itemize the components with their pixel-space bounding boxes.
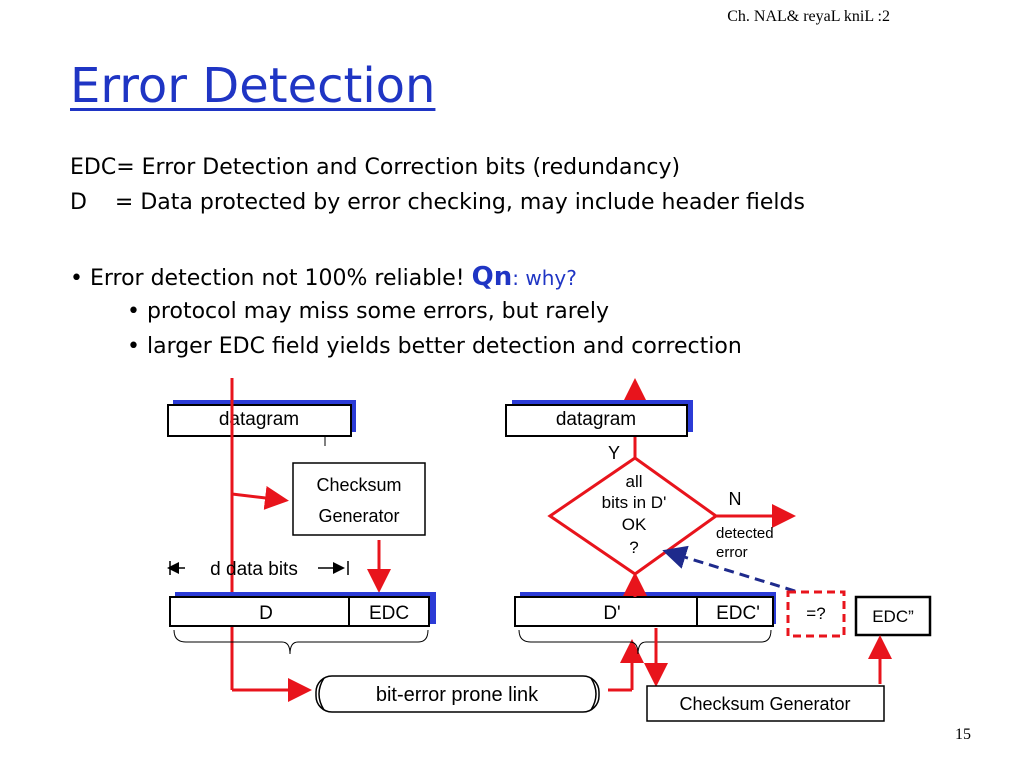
link-right-curve — [590, 677, 597, 711]
checksum-generator-right-box — [646, 685, 885, 722]
qn-label: Qn — [471, 262, 513, 292]
datagram-right-box — [505, 404, 688, 437]
yes-label: Y — [608, 443, 620, 463]
page-number: 15 — [955, 726, 971, 743]
field-edc-label: EDC — [369, 603, 409, 624]
detected-line2: error — [716, 544, 748, 561]
d-definition: D = Data protected by error checking, ma… — [70, 190, 805, 215]
decision-diamond — [547, 456, 719, 576]
compare-box — [786, 590, 846, 638]
chapter-header: Ch. NAL& reyaL kniL :2 — [727, 8, 890, 25]
edc-double-prime-box — [854, 595, 932, 637]
slide-title: Error Detection — [70, 58, 436, 114]
frame-left-brace — [173, 629, 429, 655]
checksum-generator-line1: Checksum — [316, 475, 401, 495]
no-label: N — [729, 489, 742, 509]
decision-line2: bits in D' — [602, 493, 667, 512]
link-label: bit-error prone link — [376, 684, 539, 706]
link-left-curve — [318, 677, 325, 711]
bullet-main-text: • Error detection not 100% reliable! — [70, 266, 472, 291]
datagram-left-label: datagram — [219, 409, 299, 430]
compare-to-decision-arrow — [662, 545, 796, 593]
field-d-label: D — [259, 603, 273, 624]
decision-line3: OK — [622, 515, 647, 534]
decision-line4: ? — [629, 538, 638, 557]
checksum-generator-box — [292, 462, 426, 536]
why-label: : why? — [512, 266, 577, 290]
bullet-main: • Error detection not 100% reliable! Qn:… — [70, 262, 577, 292]
detected-line1: detected — [716, 525, 774, 542]
checksum-generator-right-label: Checksum Generator — [679, 694, 850, 714]
bullet-sub-1: • protocol may miss some errors, but rar… — [127, 299, 609, 324]
bullet-sub-2: • larger EDC field yields better detecti… — [127, 334, 742, 359]
frame-right-brace — [518, 629, 772, 655]
frame-left-box — [169, 596, 430, 627]
link-box — [315, 675, 600, 713]
to-checksum-arrow — [231, 485, 289, 510]
compare-label: =? — [806, 604, 825, 623]
frame-right-box — [514, 596, 774, 627]
decision-line1: all — [625, 472, 642, 491]
d-data-bits-label: d data bits — [210, 559, 298, 580]
field-edc-prime-label: EDC' — [716, 603, 760, 624]
datagram-right-label: datagram — [556, 409, 636, 430]
datagram-left-box — [167, 404, 352, 437]
checksum-generator-line2: Generator — [318, 506, 399, 526]
field-d-prime-label: D' — [603, 603, 620, 624]
edc-double-prime-label: EDC” — [872, 607, 914, 626]
edc-definition: EDC= Error Detection and Correction bits… — [70, 155, 681, 180]
